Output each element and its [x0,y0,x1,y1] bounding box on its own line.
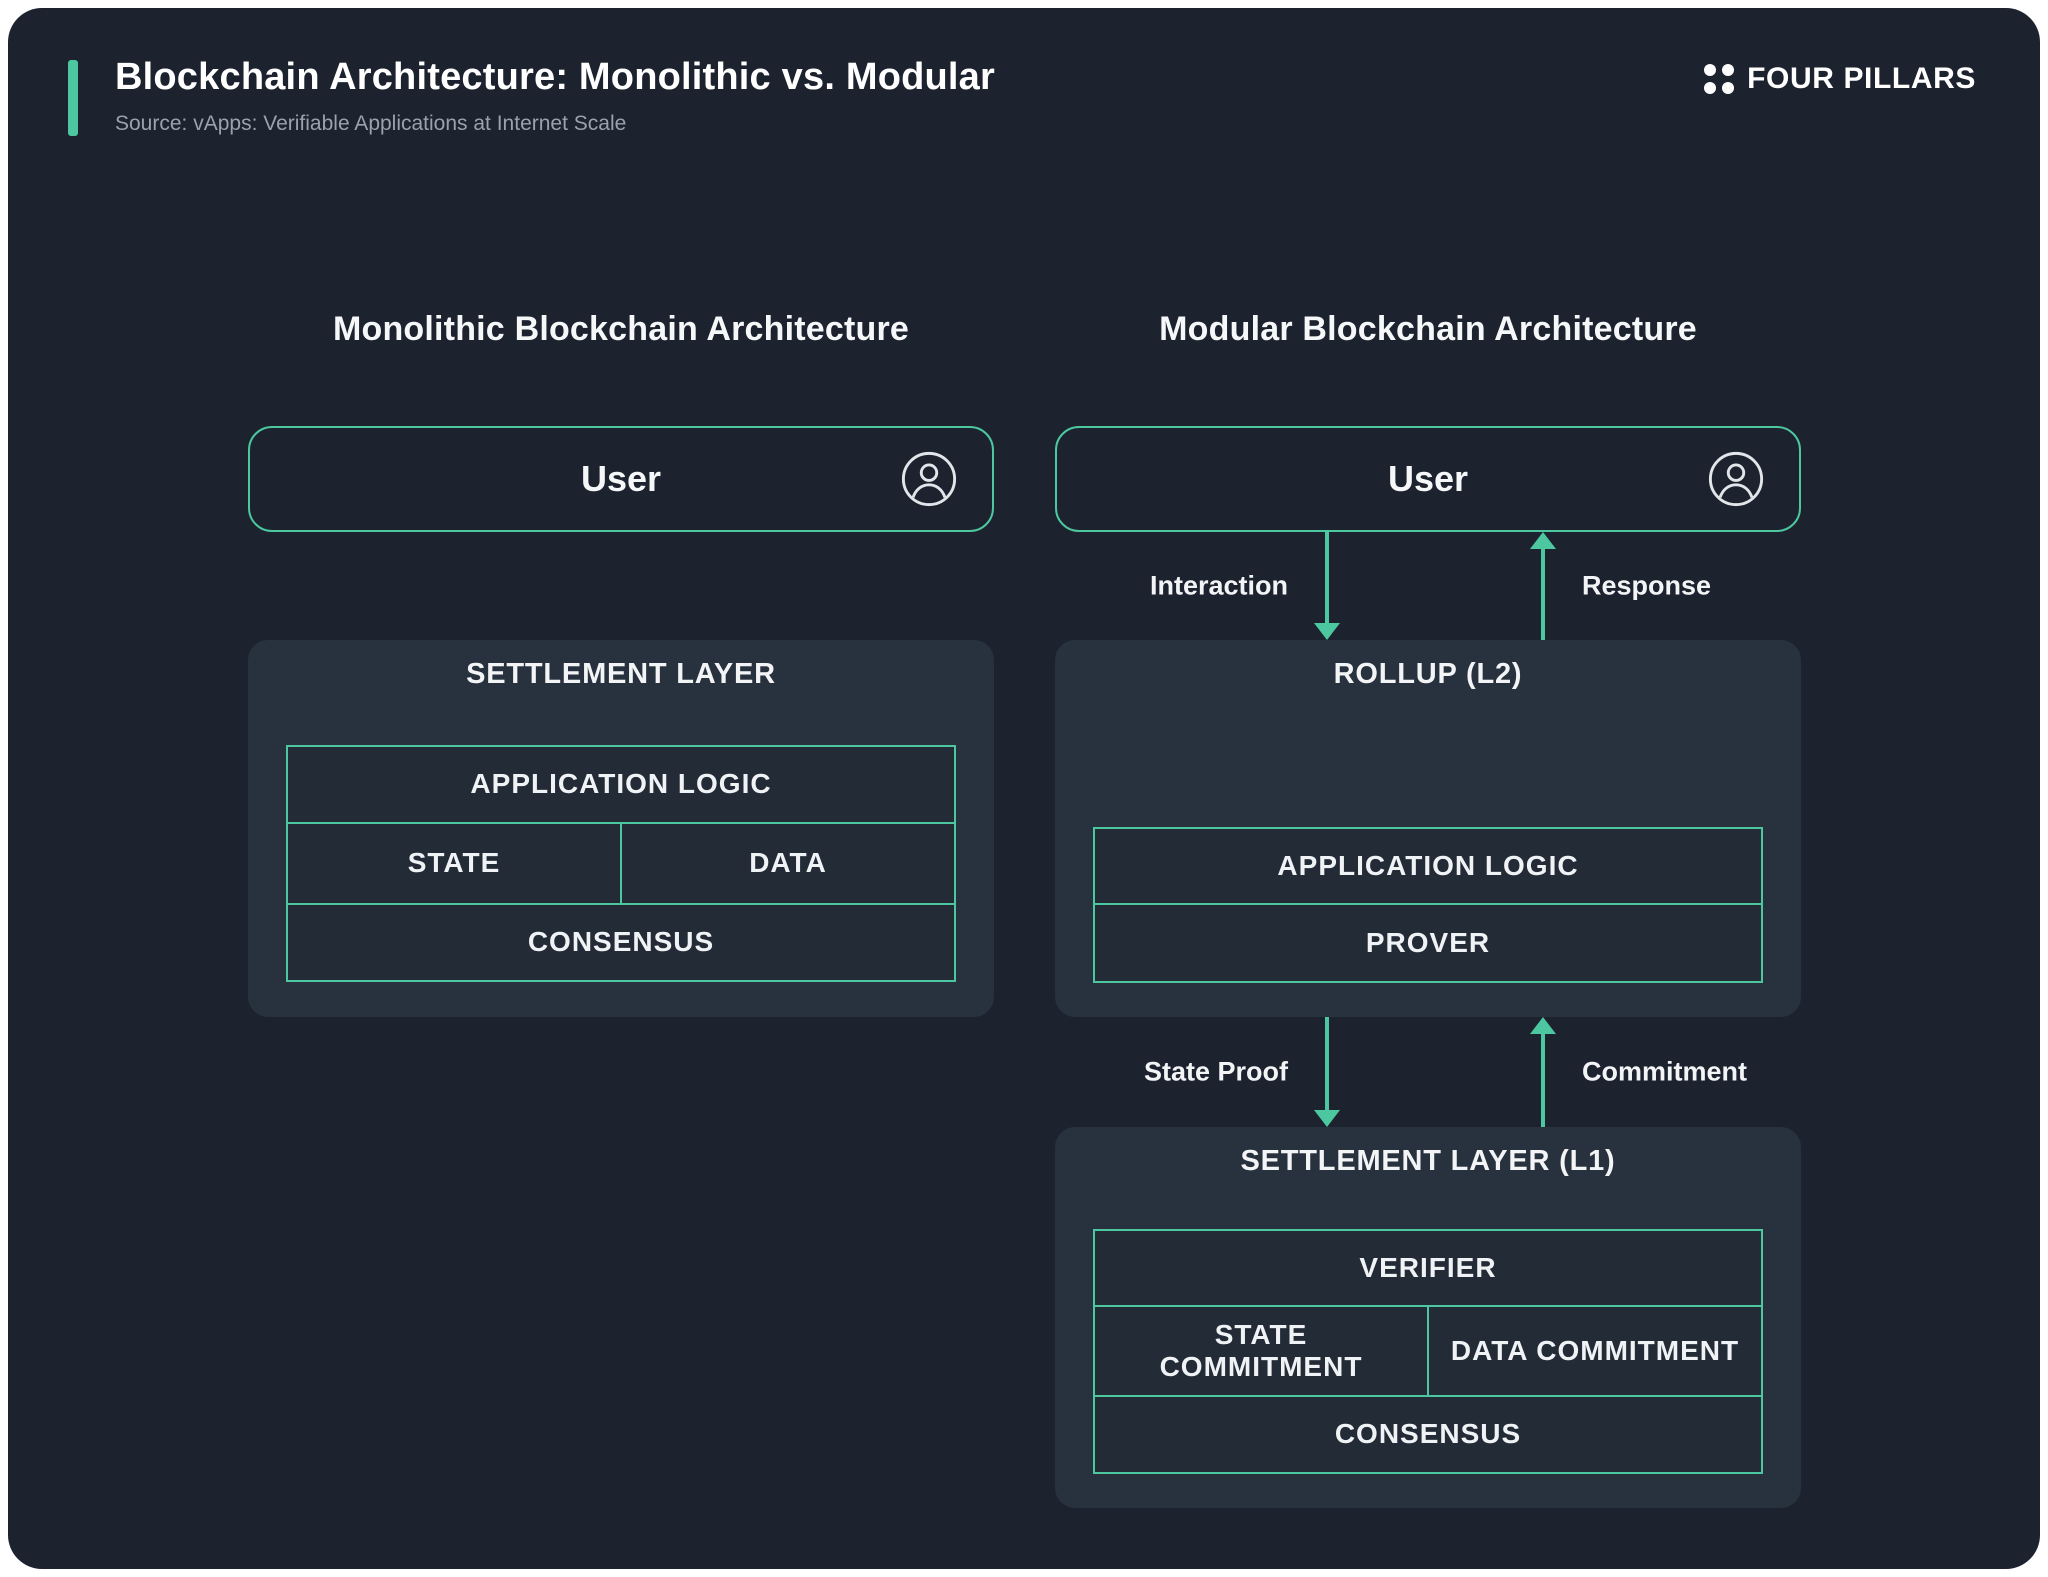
state-proof-arrow-down-icon [1314,1017,1340,1127]
cell-prover: PROVER [1095,905,1761,981]
cell-data: DATA [622,824,954,903]
settlement-layer-l1-title: SETTLEMENT LAYER (L1) [1240,1145,1616,1177]
rollup-grid: APPLICATION LOGIC PROVER [1093,827,1763,983]
user-label: User [1387,458,1469,499]
response-label: Response [1582,570,1712,601]
user-box-monolithic: User [248,426,994,532]
cell-consensus: CONSENSUS [288,905,954,980]
modular-heading: Modular Blockchain Architecture [1159,310,1697,348]
cell-verifier: VERIFIER [1095,1231,1761,1305]
cell-state-commitment-label: STATE COMMITMENT [1159,1318,1363,1382]
brand-name: FOUR PILLARS [1747,62,1976,95]
settlement-layer-l1-panel: SETTLEMENT LAYER (L1) VERIFIER STATE COM… [1055,1127,1801,1508]
cell-state: STATE [288,824,620,903]
response-arrow-up-icon [1530,532,1556,640]
settlement-layer-panel: SETTLEMENT LAYER APPLICATION LOGIC STATE… [248,640,994,1017]
user-circle-icon [900,450,958,508]
rollup-l2-title: ROLLUP (L2) [1333,658,1523,690]
commitment-label: Commitment [1582,1056,1748,1087]
settlement-layer-grid: APPLICATION LOGIC STATE DATA CONSENSUS [286,745,956,982]
settlement-l1-grid: VERIFIER STATE COMMITMENT DATA COMMITMEN… [1093,1229,1763,1474]
user-circle-icon [1707,450,1765,508]
user-box-modular: User [1055,426,1801,532]
cell-data-commitment-label: DATA COMMITMENT [1450,1334,1740,1366]
state-proof-label: State Proof [1143,1056,1288,1087]
monolithic-heading: Monolithic Blockchain Architecture [332,310,910,348]
page-title: Blockchain Architecture: Monolithic vs. … [115,56,996,98]
page-subtitle: Source: vApps: Verifiable Applications a… [115,112,627,135]
user-label: User [580,458,662,499]
brand-logo: FOUR PILLARS [1704,62,1976,96]
interaction-label: Interaction [1149,570,1288,601]
settlement-layer-title: SETTLEMENT LAYER [466,658,776,690]
cell-application-logic: APPLICATION LOGIC [288,747,954,822]
cell-data-commitment: DATA COMMITMENT [1429,1307,1761,1395]
four-dots-icon [1704,64,1735,94]
interaction-arrow-down-icon [1314,532,1340,640]
title-accent-bar [68,60,78,136]
cell-state-commitment: STATE COMMITMENT [1095,1307,1427,1395]
cell-application-logic: APPLICATION LOGIC [1095,829,1761,903]
rollup-l2-panel: ROLLUP (L2) APPLICATION LOGIC PROVER [1055,640,1801,1017]
cell-consensus: CONSENSUS [1095,1397,1761,1472]
commitment-arrow-up-icon [1530,1017,1556,1127]
